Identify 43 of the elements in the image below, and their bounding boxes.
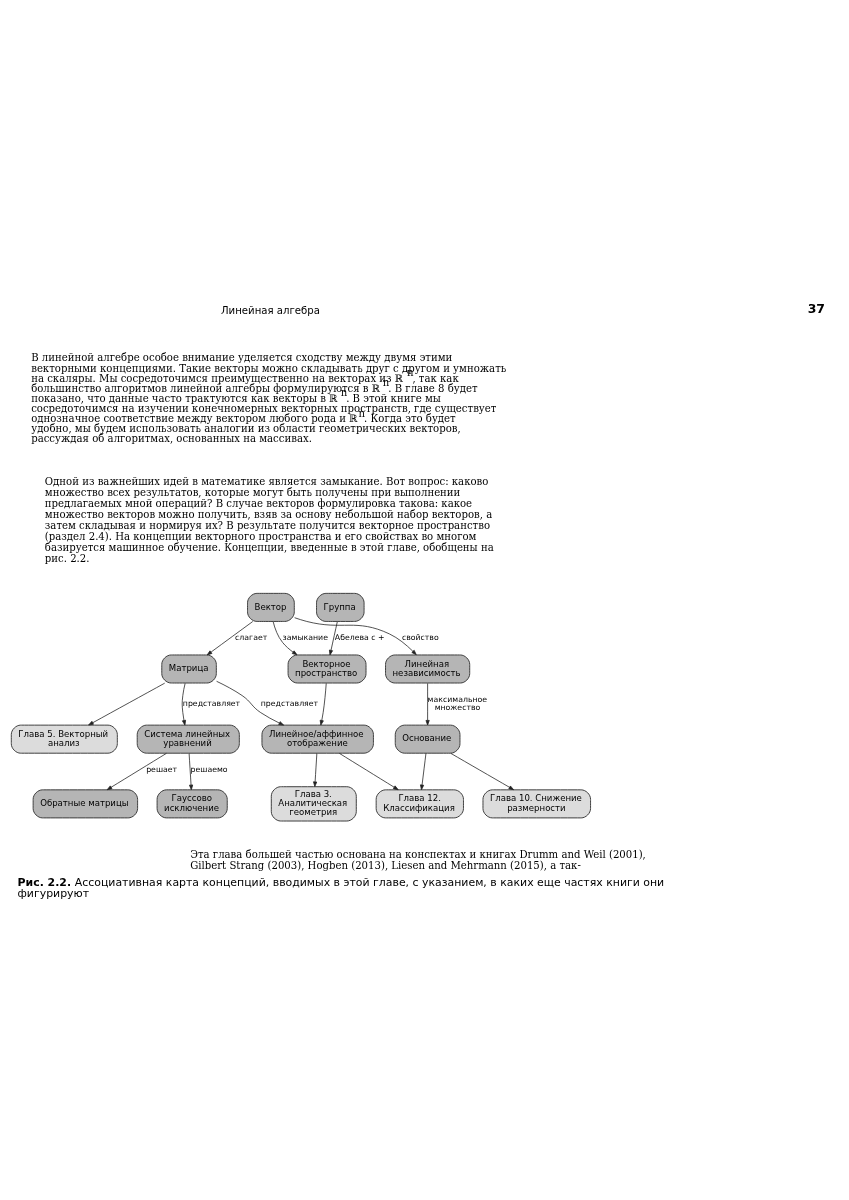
label: 37 xyxy=(807,301,826,317)
arrow xyxy=(206,621,254,656)
edge-label: решает xyxy=(146,764,178,774)
node-box: Глава 12. Классификация xyxy=(375,789,464,819)
arrow xyxy=(88,682,166,726)
arrow xyxy=(420,752,427,791)
edge-label: свойство xyxy=(401,633,439,643)
node-box: Гауссово исключение xyxy=(156,789,228,819)
node-box: Группа xyxy=(316,592,365,622)
node-box: Вектор xyxy=(247,592,295,622)
arrow xyxy=(181,682,186,726)
edge-label: Абелева с + xyxy=(334,633,385,643)
node-box: Система линейных уравнений xyxy=(136,724,240,754)
arrow xyxy=(338,752,399,791)
arrow xyxy=(272,621,298,656)
arrow xyxy=(216,680,285,726)
arrow xyxy=(329,621,338,656)
edge-label: представляет xyxy=(260,699,319,709)
arrow xyxy=(425,682,430,726)
node-box: Глава 5. Векторный анализ xyxy=(10,724,118,754)
arrow xyxy=(319,682,327,726)
label: Линейная алгебра xyxy=(221,304,320,316)
arrow xyxy=(294,617,417,656)
node-box: Линейное/аффинное отображение xyxy=(261,724,374,754)
edge-label: максимальное множество xyxy=(427,694,488,713)
arrow xyxy=(188,752,194,791)
caption: Рис. 2.2. Ассоциативная карта концепций, вводимых в этой главе, с указанием, в каких еще частях книги они фигурируют xyxy=(17,875,665,900)
node-box: Основание xyxy=(394,724,461,754)
label: Одной из важнейших идей в математике является замыкание. Вот вопрос: каково множество всех результатов, которые могут быть получены при выполнении предлагаемых мной операций? В случае векторов формулировка такова: какое множество векторов можно получить, взяв за основу небольшой набор векторов, а затем складывая и нормируя их? В результате получится векторное пространство (раздел 2.4). На концепции векторного пространства и его свойствах во многом базируется машинное обучение. Концепции, введенные в этой главе, обобщены на рис. 2.2. xyxy=(44,476,494,564)
arrow xyxy=(450,752,515,791)
edge-label: замыкание xyxy=(282,633,328,643)
node-box: Глава 10. Снижение размерности xyxy=(482,789,592,819)
label: Эта глава большей частью основана на конспектах и книгах Drumm and Weil (2001), Gilbert Strang (2003), Hogben (2013), Liesen and Mehrmann (2015), а так- xyxy=(190,848,646,871)
node-box: Линейная независимость xyxy=(385,654,471,684)
node-box: Векторное пространство xyxy=(287,654,367,684)
edge-label: слагает xyxy=(235,633,268,643)
node-box: Глава 3. Аналитическая геометрия xyxy=(270,786,357,822)
node-box: Обратные матрицы xyxy=(32,789,139,819)
arrow xyxy=(106,752,167,791)
edge-label: представляет xyxy=(182,699,241,709)
edge-label: решаемо xyxy=(190,764,228,774)
arrow xyxy=(313,752,318,787)
node-box: Матрица xyxy=(161,654,217,684)
